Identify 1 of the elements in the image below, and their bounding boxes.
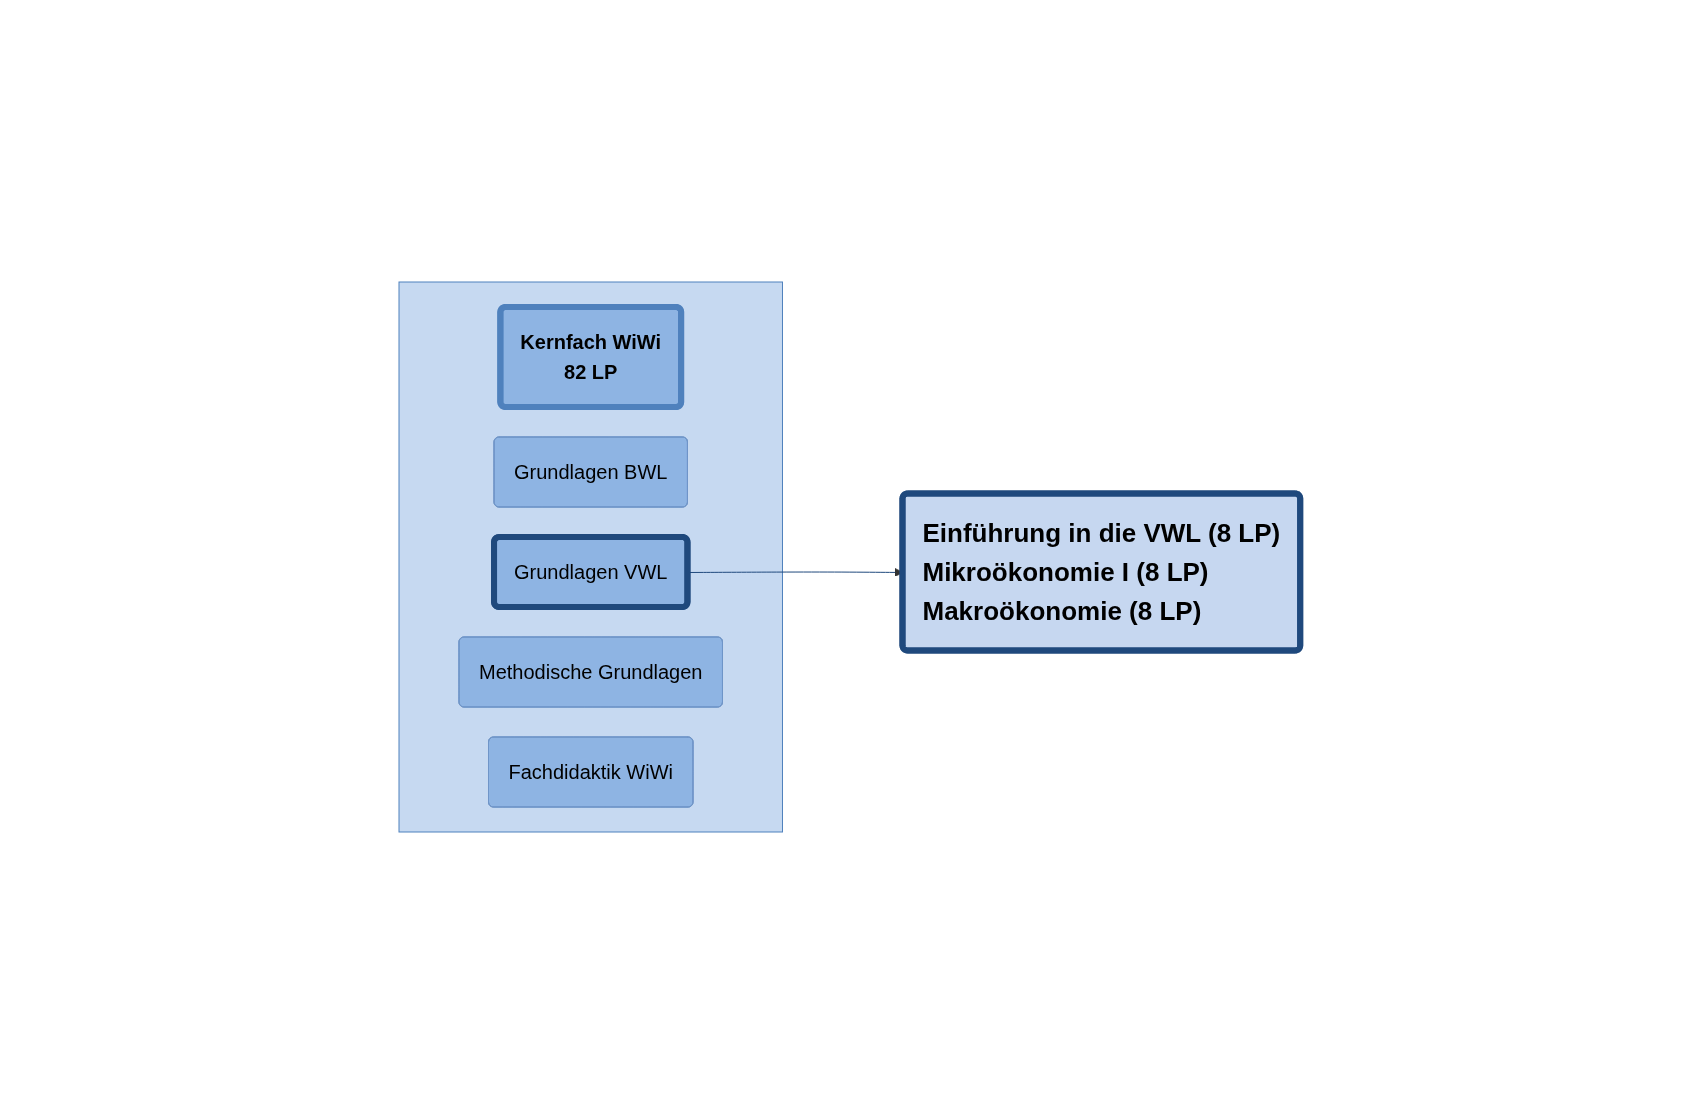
cluster — [398, 281, 783, 832]
